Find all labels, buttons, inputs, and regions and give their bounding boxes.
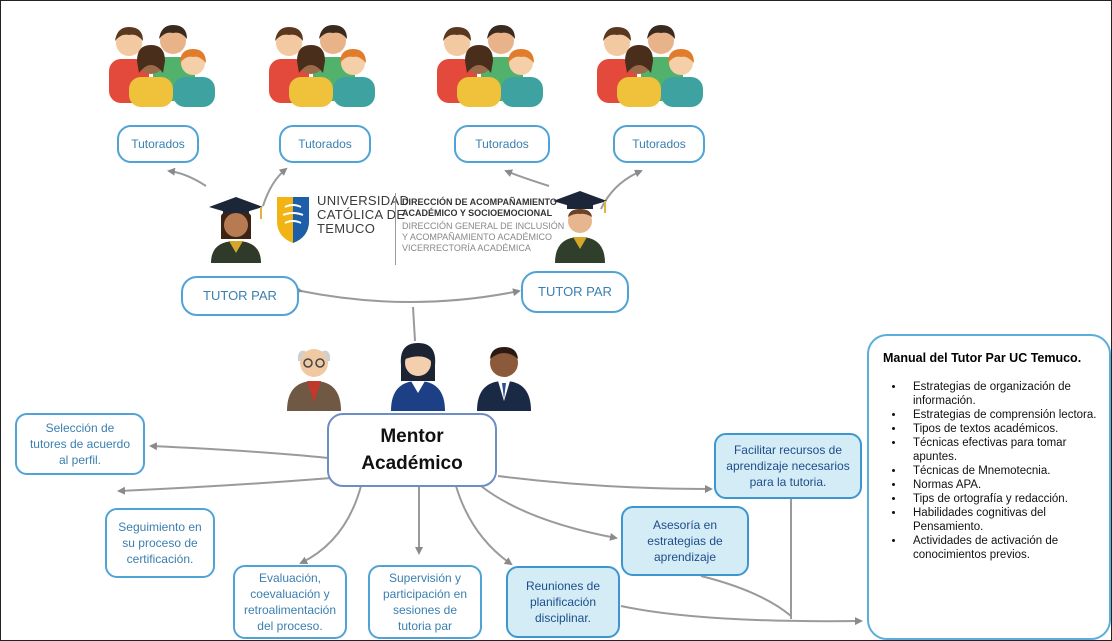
arrow-reuniones-to-manual [620,605,863,626]
students-group-icon [109,25,215,107]
arrow-tutor2-to-tutorados4 [600,169,643,210]
manual-item: Tips de ortografía y redacción. [905,492,1099,506]
arrow-tutorpar-link [294,285,521,303]
arrow-mentor-to-asesoria [480,485,618,541]
arrow-mentor-to-facilitar [497,475,713,493]
uct-logo-icon [277,197,309,243]
students-group-icon [269,25,375,107]
graduate-tutor-icon [209,197,263,263]
mentor-elder-icon [287,349,341,411]
mentor-academico-box: Mentor Académico [327,413,497,487]
manual-item: Estrategias de comprensión lectora. [905,408,1099,422]
function-reuniones: Reuniones de planificación disciplinar. [506,566,620,638]
manual-item: Estrategias de organización de informaci… [905,380,1099,408]
students-group-icon [597,25,703,107]
manual-item: Normas APA. [905,478,1099,492]
function-supervision: Supervisión y participación en sesiones … [368,565,482,639]
arrow-mentor-to-reuniones [455,485,513,566]
manual-item: Tipos de textos académicos. [905,422,1099,436]
function-seguimiento: Seguimiento en su proceso de certificaci… [105,508,215,578]
manual-item: Actividades de activación de conocimient… [905,534,1099,562]
manual-tutor-par-box: Manual del Tutor Par UC Temuco. Estrateg… [867,334,1111,640]
function-seleccion: Selección de tutores de acuerdo al perfi… [15,413,145,475]
mentor-man-icon [477,347,531,411]
arrow-mentor-to-seleccion [149,442,329,459]
graduate-tutor-icon [553,191,607,263]
tutor-par-box-2: TUTOR PAR [521,271,629,313]
arrow-tutor1-to-tutorados2 [262,167,288,207]
manual-item: Técnicas de Mnemotecnia. [905,464,1099,478]
tutorados-box-1: Tutorados [117,125,199,163]
students-group-icon [437,25,543,107]
direction-title: DIRECCIÓN DE ACOMPAÑAMIENTO ACADÉMICO Y … [402,197,557,218]
arrow-tutor2-to-tutorados3 [504,169,550,187]
logo-divider [395,193,396,265]
arrow-mentor-to-seguimiento [117,477,332,495]
manual-item: Habilidades cognitivas del Pensamiento. [905,506,1099,534]
university-name: UNIVERSIDAD CATÓLICA DE TEMUCO [317,193,410,236]
function-asesoria: Asesoría en estrategias de aprendizaje [621,506,749,576]
function-evaluacion: Evaluación, coevaluación y retroalimenta… [233,565,347,639]
manual-item: Técnicas efectivas para tomar apuntes. [905,436,1099,464]
tutorados-box-3: Tutorados [454,125,550,163]
direction-subtitle: DIRECCIÓN GENERAL DE INCLUSIÓN Y ACOMPAÑ… [402,221,565,253]
line-asesoria-down [700,575,792,617]
manual-title: Manual del Tutor Par UC Temuco. [883,351,1082,365]
line-mentors-to-tutors [412,306,416,342]
tutorados-box-2: Tutorados [279,125,371,163]
arrow-mentor-to-evaluacion [299,485,362,564]
mentor-woman-icon [391,343,445,411]
manual-list: Estrategias de organización de informaci… [883,380,1099,562]
function-facilitar: Facilitar recursos de aprendizaje necesa… [714,433,862,499]
tutor-par-box-1: TUTOR PAR [181,276,299,316]
tutorados-box-4: Tutorados [613,125,705,163]
arrow-tutor1-to-tutorados1 [167,167,207,187]
